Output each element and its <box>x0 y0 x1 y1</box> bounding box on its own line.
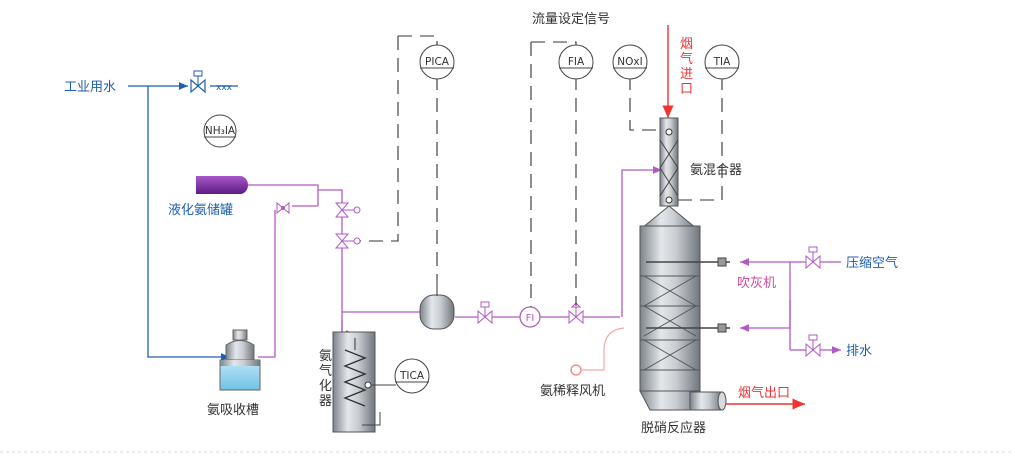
flow-setpoint-signal-label: 流量设定信号 <box>532 12 610 27</box>
air-valve <box>805 246 841 270</box>
tank-outlet-valve <box>276 201 290 215</box>
ammonia-valve-2 <box>334 233 361 249</box>
drain-valve <box>805 334 841 358</box>
signal-lines <box>360 35 723 307</box>
fi-flowmeter: FI <box>519 306 541 328</box>
ammonia-absorption-tank <box>219 329 261 391</box>
pica-label: PICA <box>425 56 450 68</box>
soot-blower-label: 吹灰机 <box>737 276 776 291</box>
fi-label: FI <box>526 313 535 324</box>
ammonia-absorption-tank-label: 氨吸收槽 <box>207 403 259 418</box>
instrument-tica: TICA <box>394 358 430 394</box>
tica-label: TICA <box>399 370 425 382</box>
ammonia-lines <box>248 166 806 358</box>
nh3ia-label: NH₃IA <box>205 125 236 137</box>
ammonia-mixer-label: 氨混合器 <box>690 163 742 178</box>
fia-label: FIA <box>568 56 585 68</box>
instrument-noxi: NOxI <box>612 44 648 80</box>
denox-reactor-label: 脱硝反应器 <box>641 420 706 436</box>
dilution-fan-label: 氨稀释风机 <box>540 384 605 399</box>
svg-text:xxx: xxx <box>216 83 233 93</box>
liquid-ammonia-tank <box>196 176 248 194</box>
flue-gas-flow <box>662 25 805 410</box>
ammonia-vaporizer <box>332 331 396 433</box>
instrument-tia: TIA <box>704 44 740 80</box>
denox-reactor <box>639 205 730 411</box>
instrument-fia: FIA <box>558 44 594 80</box>
water-lines <box>128 82 230 361</box>
buffer-vessel <box>419 280 455 330</box>
ammonia-valve-1 <box>334 202 361 218</box>
liquid-ammonia-tank-label: 液化氨储罐 <box>168 203 233 218</box>
instrument-pica: PICA <box>419 44 455 80</box>
flue-gas-inlet-label: 烟气进口 <box>680 37 693 97</box>
tia-label: TIA <box>713 56 732 68</box>
compressed-air-label: 压缩空气 <box>846 255 898 271</box>
noxi-label: NOxI <box>617 56 642 68</box>
instrument-nh3ia: NH₃IA <box>203 114 237 148</box>
ammonia-vaporizer-label: 氨气化器 <box>319 349 332 409</box>
water-valve: xxx <box>190 70 238 94</box>
line-valve-1 <box>477 301 493 325</box>
industrial-water-label: 工业用水 <box>64 80 116 95</box>
flue-gas-outlet-label: 烟气出口 <box>738 385 790 401</box>
dilution-fan <box>570 327 625 376</box>
ammonia-mixer <box>659 117 679 207</box>
drain-label: 排水 <box>846 344 872 359</box>
